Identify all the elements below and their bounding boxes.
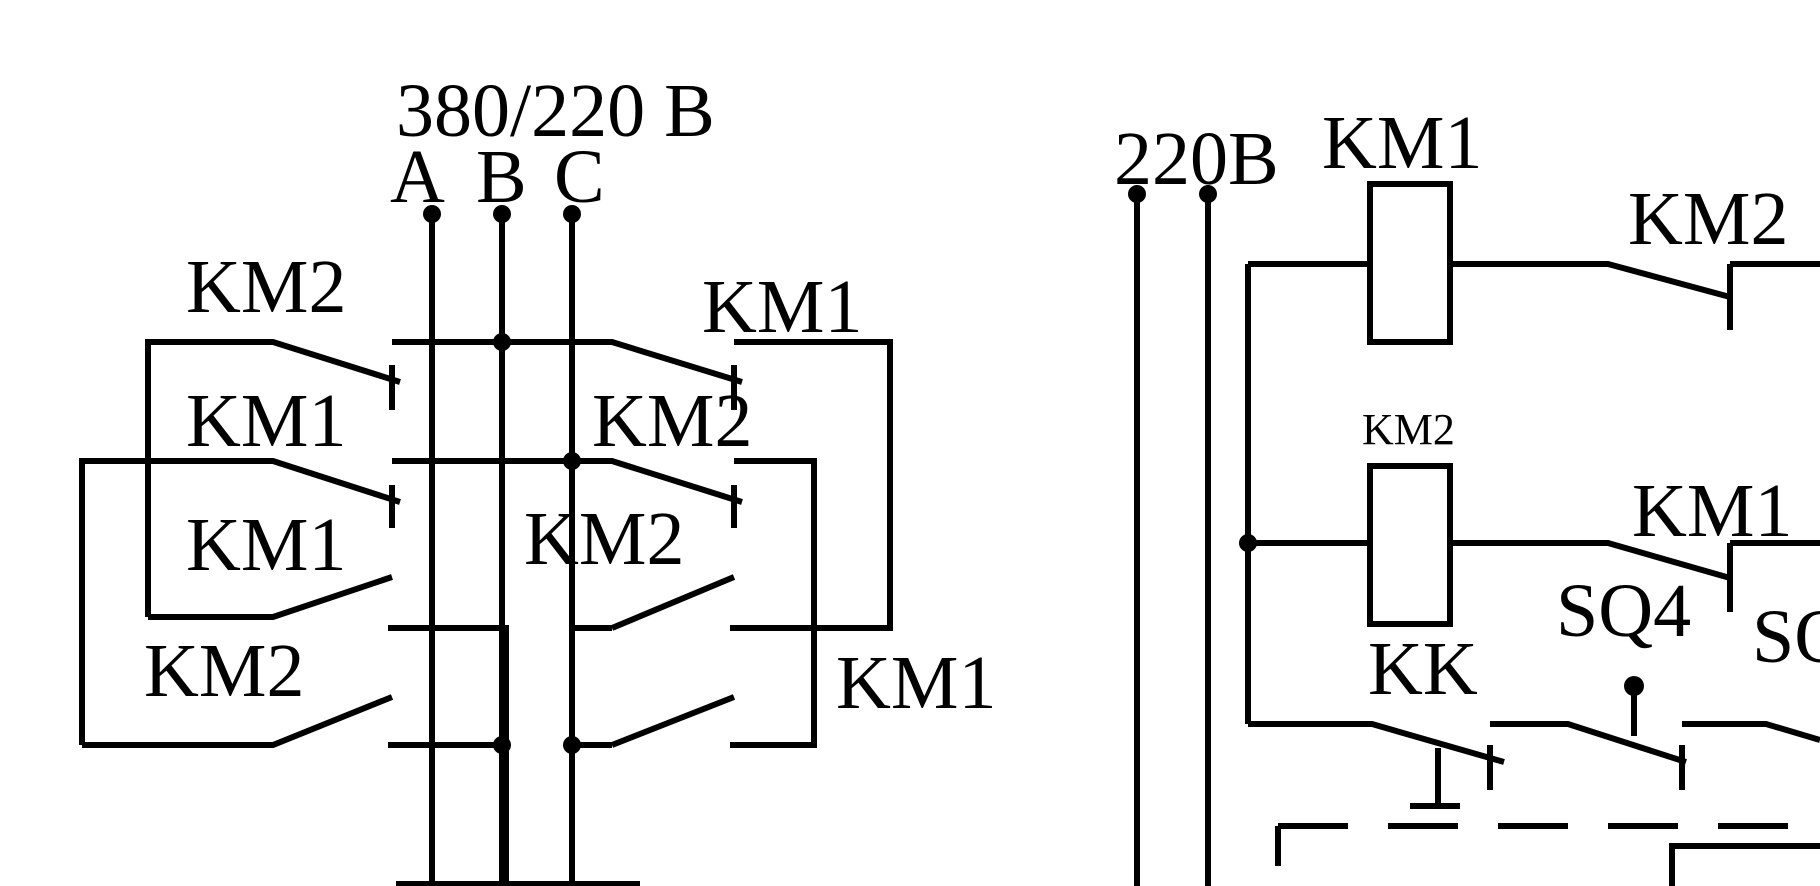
junction-row4-b	[493, 736, 511, 754]
supply-voltage-label: 380/220 B	[396, 69, 715, 153]
km2-contact-label: KM2	[1628, 177, 1788, 261]
km2-bottom-left-label: KM2	[144, 629, 304, 713]
km1-coil-label: KM1	[1322, 101, 1482, 185]
junction-row4-c	[563, 736, 581, 754]
kk-label: KK	[1368, 627, 1478, 711]
junction-c-row2	[563, 452, 581, 470]
km1-bottom-right-label: KM1	[836, 641, 996, 725]
mechanical-link	[1275, 823, 1820, 866]
kk-actuator	[1410, 748, 1460, 809]
phase-c-terminal	[563, 205, 581, 223]
control-terminal-1	[1128, 185, 1146, 203]
km2-top-left-label: KM2	[186, 245, 346, 329]
power-circuit	[79, 205, 893, 886]
phase-b-terminal	[493, 205, 511, 223]
branch3-wire	[1248, 721, 1820, 790]
km1-low-left-label: KM1	[186, 503, 346, 587]
km1-contact-label: KM1	[1632, 469, 1792, 553]
km2-bottom-left-contact	[82, 694, 394, 748]
km1-bottom-right-contact	[610, 694, 736, 748]
control-circuit	[1128, 181, 1820, 886]
km1-mid-left-label: KM1	[186, 379, 346, 463]
km1-top-right-label: KM1	[702, 265, 862, 349]
phase-b-label: B	[476, 135, 527, 219]
sq4-label: SQ4	[1556, 569, 1691, 653]
km1-top-right-contact	[392, 339, 893, 631]
branch2-wire	[1248, 540, 1820, 612]
km2-coil-label: KM2	[1362, 405, 1455, 454]
phase-c-label: C	[554, 135, 605, 219]
junction-b-row1	[493, 333, 511, 351]
km2-coil	[1367, 463, 1453, 627]
sq4-actuator-head	[1624, 676, 1644, 696]
phase-a-terminal	[423, 205, 441, 223]
km2-top-left-contact	[145, 339, 401, 617]
branch1-wire	[1248, 261, 1820, 330]
km2-low-mid-label: KM2	[524, 497, 684, 581]
control-terminal-2	[1199, 185, 1217, 203]
control-voltage-label: 220B	[1114, 117, 1279, 201]
km2-mid-right-contact	[392, 458, 817, 748]
km2-mid-right-label: KM2	[592, 379, 752, 463]
lower-right-box	[1669, 843, 1820, 886]
sq-partial-label: SQ	[1752, 595, 1820, 679]
km1-mid-left-contact	[79, 458, 401, 745]
phase-a-label: A	[390, 135, 445, 219]
km2-low-mid-contact	[610, 574, 736, 631]
km1-coil	[1367, 181, 1453, 345]
row3-bus	[388, 625, 612, 886]
km1-low-left-contact	[148, 574, 393, 620]
